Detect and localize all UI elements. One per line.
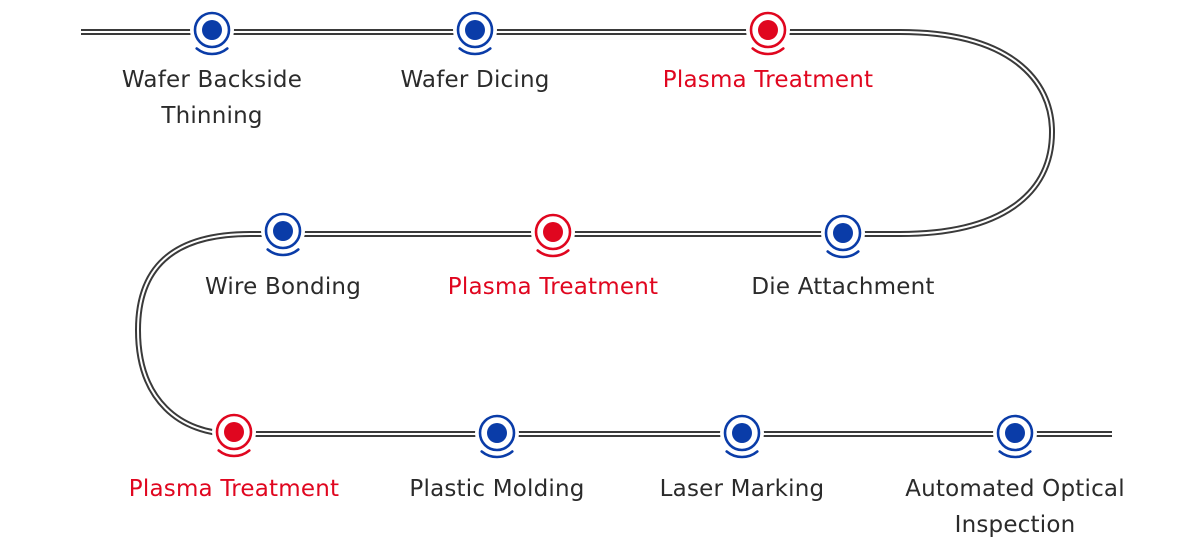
node-arc-icon <box>480 450 514 459</box>
step-label-laser-marking: Laser Marking <box>660 471 825 507</box>
step-label-line: Wafer Dicing <box>400 67 550 93</box>
step-label-plasma-treatment-3: Plasma Treatment <box>129 471 339 507</box>
node-ring-icon <box>456 11 494 49</box>
node-arc-icon <box>217 449 251 458</box>
node-arc-icon <box>751 47 785 56</box>
step-label-line: Die Attachment <box>751 274 935 300</box>
node-dot-icon <box>465 20 485 40</box>
node-dot-icon <box>833 223 853 243</box>
step-label-line: Plasma Treatment <box>662 67 874 93</box>
step-label-plasma-treatment-1: Plasma Treatment <box>663 62 873 98</box>
node-arc-icon <box>826 250 860 259</box>
node-ring-icon <box>193 11 231 49</box>
node-arc-icon <box>998 450 1032 459</box>
node-ring-icon <box>824 214 862 252</box>
step-node-plasma-treatment-1 <box>746 8 790 56</box>
node-ring-icon <box>478 414 516 452</box>
connector-path <box>81 29 1112 437</box>
node-dot-icon <box>487 423 507 443</box>
node-dot-icon <box>273 221 293 241</box>
node-arc-icon <box>458 47 492 56</box>
step-node-plasma-treatment-3 <box>212 410 256 458</box>
step-label-line: Plastic Molding <box>409 476 585 502</box>
node-arc-icon <box>536 249 570 258</box>
step-label-line: Wafer Backside <box>121 67 303 93</box>
node-ring-icon <box>723 414 761 452</box>
step-node-automated-optical-inspection <box>993 411 1037 459</box>
step-label-line: Inspection <box>954 512 1076 538</box>
step-node-wafer-dicing <box>453 8 497 56</box>
step-node-die-attachment <box>821 211 865 259</box>
node-dot-icon <box>202 20 222 40</box>
step-label-plastic-molding: Plastic Molding <box>409 471 584 507</box>
step-label-line: Automated Optical <box>905 476 1125 502</box>
node-dot-icon <box>224 422 244 442</box>
node-arc-icon <box>725 450 759 459</box>
step-label-line: Plasma Treatment <box>128 476 340 502</box>
step-node-wire-bonding <box>261 209 305 257</box>
step-node-plasma-treatment-2 <box>531 210 575 258</box>
node-dot-icon <box>758 20 778 40</box>
step-node-laser-marking <box>720 411 764 459</box>
step-node-wafer-backside-thinning <box>190 8 234 56</box>
node-ring-icon <box>996 414 1034 452</box>
node-ring-icon <box>215 413 253 451</box>
step-label-line: Wire Bonding <box>204 274 362 300</box>
node-arc-icon <box>195 47 229 56</box>
node-ring-icon <box>749 11 787 49</box>
step-label-line: Laser Marking <box>659 476 825 502</box>
step-label-line: Thinning <box>161 103 263 129</box>
step-node-plastic-molding <box>475 411 519 459</box>
step-label-plasma-treatment-2: Plasma Treatment <box>448 269 658 305</box>
step-label-wire-bonding: Wire Bonding <box>205 269 361 305</box>
node-dot-icon <box>543 222 563 242</box>
step-label-wafer-dicing: Wafer Dicing <box>400 62 549 98</box>
step-label-die-attachment: Die Attachment <box>751 269 934 305</box>
node-dot-icon <box>1005 423 1025 443</box>
step-label-line: Plasma Treatment <box>447 274 659 300</box>
node-ring-icon <box>264 212 302 250</box>
node-dot-icon <box>732 423 752 443</box>
node-ring-icon <box>534 213 572 251</box>
node-arc-icon <box>266 248 300 257</box>
